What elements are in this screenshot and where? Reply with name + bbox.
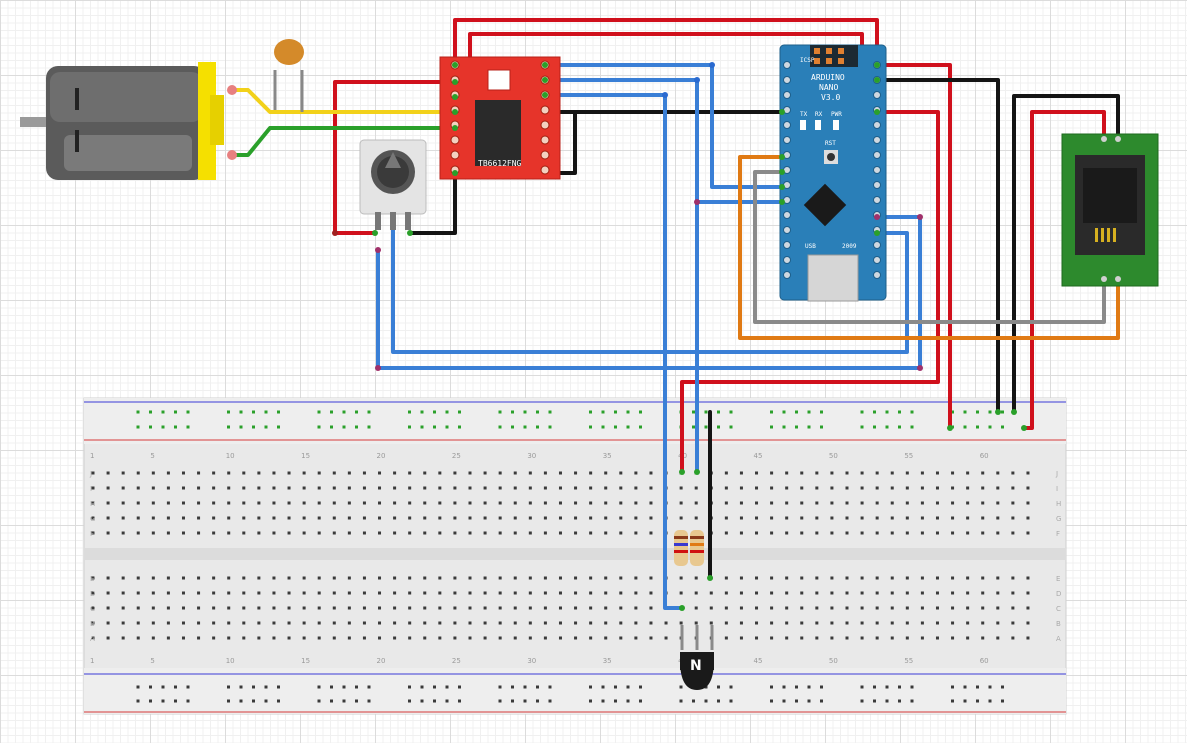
row-letter: J (1055, 470, 1058, 478)
ceramic-capacitor[interactable] (273, 39, 304, 112)
arduino-model: NANO (819, 83, 838, 92)
resistor-2[interactable] (690, 530, 704, 566)
wire-black-gnd-pot[interactable] (408, 171, 457, 235)
wire-yellow-motor[interactable] (228, 88, 457, 114)
wire-black-rj[interactable] (1012, 94, 1120, 414)
pwr-label: PWR (831, 111, 842, 118)
row-letter: H (90, 500, 95, 508)
resistor-1[interactable] (674, 530, 688, 566)
year-label: 2009 (842, 243, 857, 250)
usb-label: USB (805, 243, 816, 250)
breadboard-holes (91, 471, 1030, 640)
column-number: 1 (90, 452, 94, 460)
wire-red-arduino-breadboard[interactable] (680, 110, 940, 474)
column-number: 15 (301, 657, 310, 665)
column-number: 35 (603, 657, 612, 665)
row-letter: B (1056, 620, 1061, 628)
row-letter: J (89, 470, 92, 478)
row-letter: C (90, 605, 95, 613)
wire-orange[interactable] (738, 155, 1120, 340)
row-letter: D (1056, 590, 1061, 598)
wire-red-driver-pot[interactable] (333, 80, 457, 235)
wire-red-rj[interactable] (1088, 110, 1106, 142)
column-number: 60 (980, 452, 989, 460)
wire-red-5v-rail[interactable] (875, 63, 952, 430)
column-number: 1 (90, 657, 94, 665)
column-number: 20 (377, 452, 386, 460)
column-number: 15 (301, 452, 310, 460)
rst-label: RST (825, 140, 836, 147)
wire-blue-pot[interactable] (391, 213, 909, 354)
wire-gray[interactable] (753, 170, 1106, 324)
motor-driver-board[interactable]: TB6612FNG (439, 56, 561, 180)
row-letter: C (1056, 605, 1061, 613)
transistor-label: N (690, 658, 702, 674)
breadboard-rail-holes (136, 410, 1004, 703)
column-number: 30 (527, 452, 536, 460)
column-number: 50 (829, 452, 838, 460)
wire-red-rail-right[interactable] (1022, 110, 1094, 430)
row-letter: F (90, 530, 94, 538)
usb-connector[interactable] (807, 254, 859, 302)
column-number: 25 (452, 657, 461, 665)
npn-transistor[interactable]: N (680, 625, 714, 690)
column-number: 60 (980, 657, 989, 665)
column-number: 50 (829, 657, 838, 665)
column-number: 10 (226, 657, 235, 665)
wire-blue-1[interactable] (543, 63, 784, 189)
row-letter: G (90, 515, 95, 523)
row-letter: G (1056, 515, 1061, 523)
column-number: 55 (904, 452, 913, 460)
column-number: 30 (527, 657, 536, 665)
rx-label: RX (815, 111, 823, 118)
column-number: 10 (226, 452, 235, 460)
column-number: 20 (377, 657, 386, 665)
motor-end-cap (198, 62, 216, 180)
row-letter: D (90, 590, 95, 598)
row-letter: B (90, 620, 95, 628)
rj-jack-board[interactable] (1061, 133, 1159, 287)
arduino-nano[interactable]: ICSP ARDUINO NANO V3.0 TX RX PWR RST USB… (779, 44, 887, 302)
column-number: 5 (150, 657, 154, 665)
wire-red-top[interactable] (453, 18, 879, 67)
column-number: 55 (904, 657, 913, 665)
arduino-version: V3.0 (821, 93, 840, 102)
row-letter: H (1056, 500, 1061, 508)
icsp-label: ICSP (800, 57, 815, 64)
column-number: 25 (452, 452, 461, 460)
row-letter: E (1056, 575, 1060, 583)
row-letter: I (1056, 485, 1058, 493)
column-number: 35 (603, 452, 612, 460)
tx-label: TX (800, 111, 808, 118)
row-letter: F (1056, 530, 1060, 538)
row-letter: E (90, 575, 94, 583)
dc-motor[interactable] (20, 62, 237, 180)
row-letter: A (1056, 635, 1061, 643)
column-number: 5 (150, 452, 154, 460)
driver-label: TB6612FNG (478, 159, 522, 168)
row-letter: I (90, 485, 92, 493)
wire-green-motor[interactable] (228, 126, 457, 157)
column-number: 45 (754, 657, 763, 665)
wire-junctions (332, 62, 1027, 611)
wire-black-gnd-arduino[interactable] (875, 78, 1000, 414)
column-number: 45 (754, 452, 763, 460)
row-letter: A (90, 635, 95, 643)
arduino-title: ARDUINO (811, 73, 845, 82)
potentiometer[interactable] (359, 139, 427, 230)
